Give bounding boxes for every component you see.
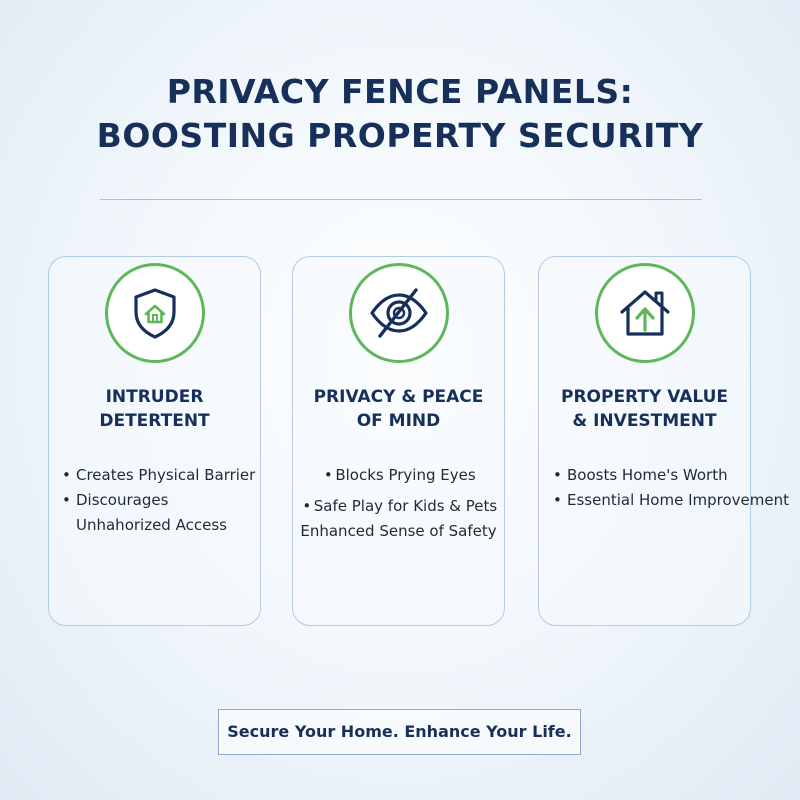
tagline-text: Secure Your Home. Enhance Your Life.	[227, 722, 572, 741]
card-title-line-1: INTRUDER	[105, 387, 204, 407]
page-title-line-1: PRIVACY FENCE PANELS:	[166, 72, 634, 111]
card-property-value: PROPERTY VALUE & INVESTMENT • Boosts Home…	[538, 256, 789, 626]
bullet-dot: •	[62, 491, 71, 509]
icon-ring	[348, 263, 449, 363]
bullet-dot: •	[553, 466, 562, 484]
bullet-text: Safe Play for Kids & Pets	[313, 497, 498, 515]
bullet-item: •Safe Play for Kids & Pets	[293, 494, 504, 519]
bullet-item: •Blocks Prying Eyes	[293, 463, 504, 488]
bullet-item: • Creates Physical Barrier	[49, 463, 260, 488]
bullet-list: • Creates Physical Barrier • Discourages U…	[49, 463, 260, 538]
bullet-dot: •	[323, 466, 333, 484]
bullet-item: Enhanced Sense of Safety	[293, 519, 504, 544]
bullet-text: Discourages	[76, 491, 169, 509]
card-title: PROPERTY VALUE & INVESTMENT	[539, 385, 750, 433]
bullet-text: Enhanced Sense of Safety	[300, 522, 497, 540]
bullet-dot: •	[553, 491, 562, 509]
title-divider	[100, 199, 702, 200]
icon-ring	[594, 263, 695, 363]
card-title-line-1: PROPERTY VALUE	[560, 387, 729, 407]
bullet-text: Creates Physical Barrier	[76, 466, 256, 484]
icon-ring	[104, 263, 205, 363]
card-title: INTRUDER DETERTENT	[49, 385, 260, 433]
card-title-line-2: OF MIND	[356, 411, 441, 431]
page-title-line-2: BOOSTING PROPERTY SECURITY	[96, 116, 704, 155]
bullet-dot: •	[302, 497, 312, 515]
bullet-item: • Boosts Home's Worth	[539, 463, 750, 488]
bullet-item: • Essential Home Improvement	[539, 488, 789, 513]
card-title: PRIVACY & PEACE OF MIND	[293, 385, 504, 433]
bullet-item-continued: Unhahorized Access	[49, 513, 260, 538]
bullet-list: • Boosts Home's Worth • Essential Home Imp…	[539, 463, 789, 513]
eye-slash-icon	[369, 288, 428, 338]
bullet-dot: •	[62, 466, 71, 484]
card-title-line-1: PRIVACY & PEACE	[313, 387, 484, 407]
bullet-list: •Blocks Prying Eyes •Safe Play for Kids …	[293, 463, 504, 544]
bullet-text: Unhahorized Access	[76, 516, 227, 534]
shield-home-icon	[133, 288, 176, 339]
bullet-text: Blocks Prying Eyes	[335, 466, 476, 484]
tagline-banner: Secure Your Home. Enhance Your Life.	[218, 709, 581, 755]
page-title: PRIVACY FENCE PANELS: BOOSTING PROPERTY …	[0, 70, 800, 158]
bullet-item: • Discourages	[49, 488, 260, 513]
card-intruder-deterrent: INTRUDER DETERTENT • Creates Physical Bar…	[48, 256, 261, 626]
house-arrow-up-icon	[619, 290, 670, 336]
bullet-text: Essential Home Improvement	[567, 491, 789, 509]
card-privacy-peace-of-mind: PRIVACY & PEACE OF MIND •Blocks Prying E…	[292, 256, 505, 626]
card-title-line-2: & INVESTMENT	[572, 411, 717, 431]
bullet-text: Boosts Home's Worth	[567, 466, 728, 484]
card-title-line-2: DETERTENT	[99, 411, 210, 431]
